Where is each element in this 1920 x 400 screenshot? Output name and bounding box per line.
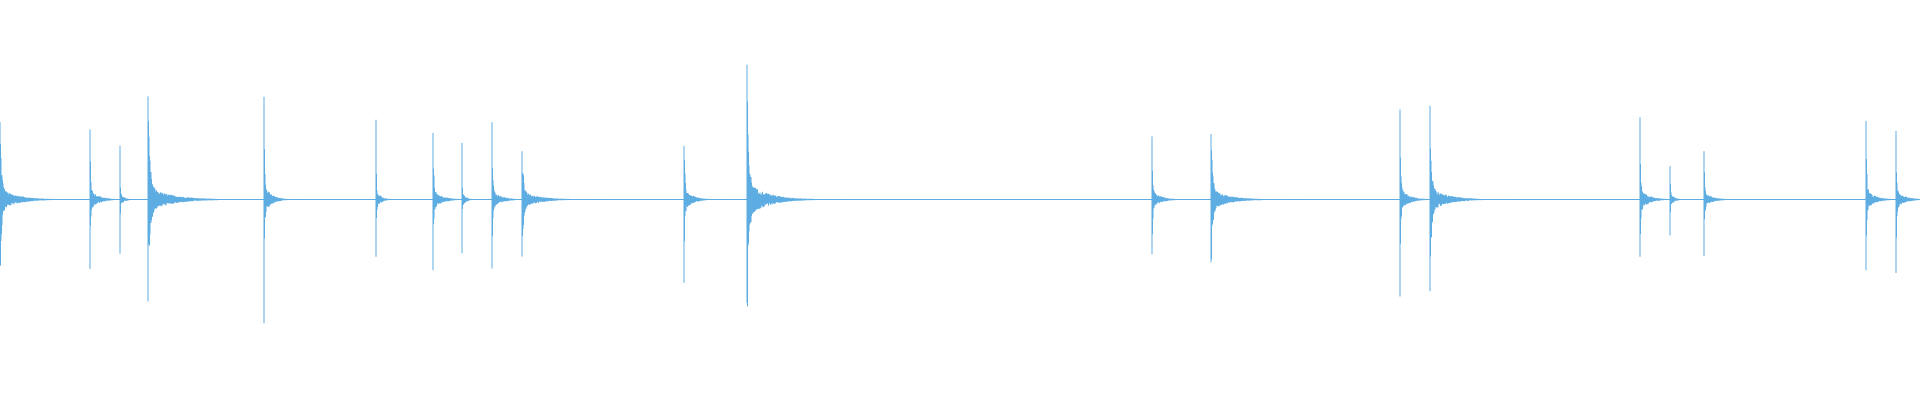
waveform-trace [0, 64, 1920, 324]
